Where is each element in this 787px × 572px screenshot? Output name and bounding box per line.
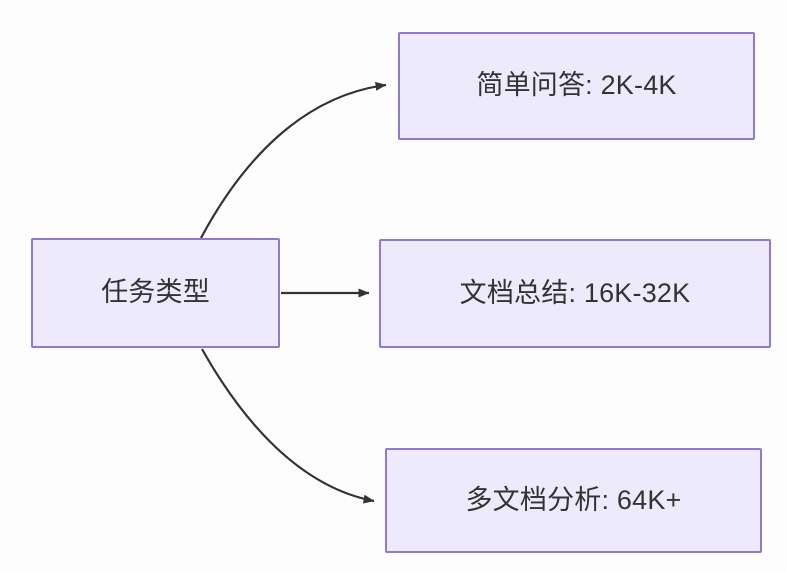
node-simple-qa[interactable]: 简单问答: 2K-4K bbox=[398, 32, 755, 140]
node-document-summary[interactable]: 文档总结: 16K-32K bbox=[379, 239, 771, 348]
edge-source-to-t3 bbox=[201, 348, 375, 504]
node-multi-document-analysis[interactable]: 多文档分析: 64K+ bbox=[385, 448, 762, 553]
node-task-type[interactable]: 任务类型 bbox=[31, 238, 280, 348]
node-label: 多文档分析: 64K+ bbox=[465, 484, 682, 515]
node-label: 文档总结: 16K-32K bbox=[459, 277, 691, 308]
node-label: 简单问答: 2K-4K bbox=[476, 70, 677, 101]
node-label: 任务类型 bbox=[101, 277, 210, 308]
edge-source-to-t1 bbox=[200, 81, 387, 239]
